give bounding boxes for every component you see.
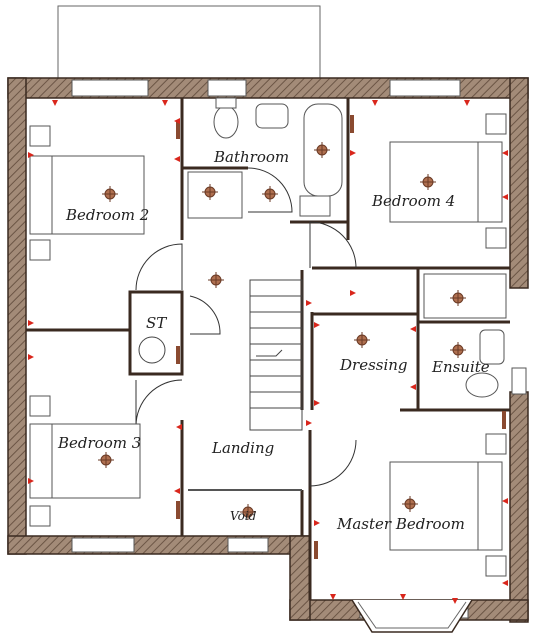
bathroom-label: Bathroom xyxy=(213,148,289,166)
ensuite-label: Ensuite xyxy=(431,358,490,376)
doors xyxy=(135,167,357,487)
landing-label: Landing xyxy=(211,439,274,457)
hot-water-cylinder xyxy=(138,336,166,364)
master-bedroom-label: Master Bedroom xyxy=(336,515,465,533)
bedroom-2-label: Bedroom 2 xyxy=(65,206,149,224)
beds xyxy=(29,141,503,551)
st-label: ST xyxy=(146,314,167,332)
staircase xyxy=(249,279,303,431)
bay-window xyxy=(351,599,473,633)
bedside-tables xyxy=(29,113,507,577)
bedroom-3-label: Bedroom 3 xyxy=(57,434,141,452)
balcony-outline xyxy=(57,5,321,79)
dressing-label: Dressing xyxy=(339,356,408,374)
bedroom-4-label: Bedroom 4 xyxy=(371,192,455,210)
ensuite-fittings xyxy=(423,273,507,398)
red-triangle-marker xyxy=(28,100,508,604)
void-label: Void xyxy=(230,509,257,523)
